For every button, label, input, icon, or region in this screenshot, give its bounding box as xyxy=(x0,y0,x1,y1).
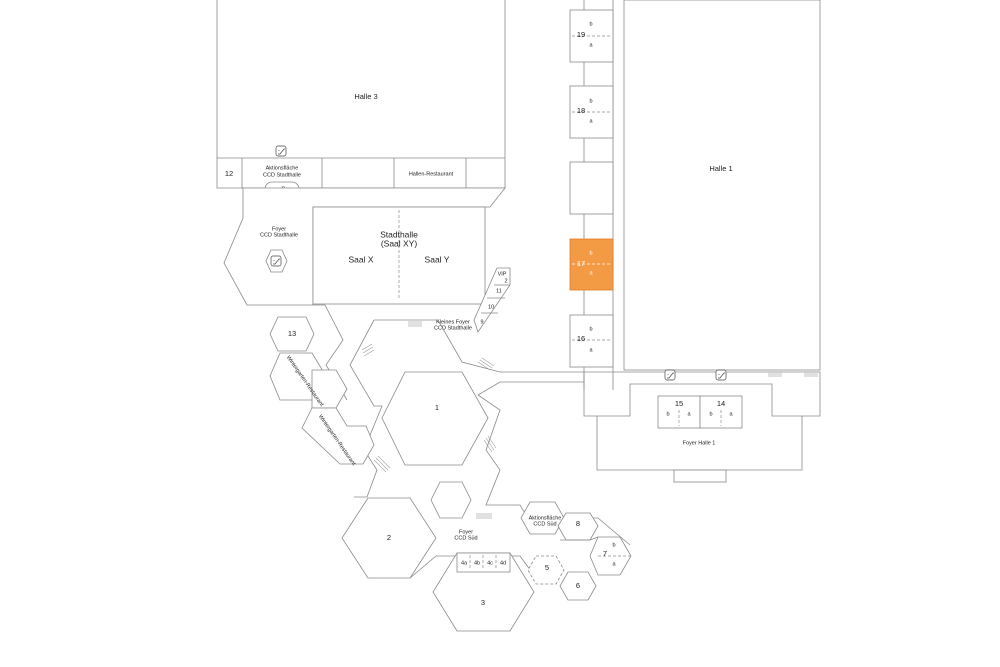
connector-7-8 xyxy=(560,536,599,541)
room-17-highlighted[interactable]: b 17 a xyxy=(569,238,614,291)
room-16[interactable]: b 16 a xyxy=(569,314,614,368)
room-14a-label: a xyxy=(729,411,733,417)
room-10-label: 10 xyxy=(488,304,494,310)
room-14b-label: b xyxy=(709,411,712,417)
room-18b-label: b xyxy=(589,98,592,104)
room-11-label: 11 xyxy=(496,288,502,294)
aktionsflaeche-sued[interactable]: Aktionsfläche CCD Süd xyxy=(520,501,565,535)
room-17a-label: a xyxy=(589,270,593,276)
room-2-vip-label: 2 xyxy=(504,278,507,284)
room-13-label: 13 xyxy=(288,329,296,338)
room-17-label: 17 xyxy=(577,259,585,268)
small-hexagon xyxy=(430,481,472,519)
room-1[interactable]: 1 xyxy=(381,371,489,466)
room-7-label: 7 xyxy=(603,549,607,558)
saal-y-label: Saal Y xyxy=(425,254,450,264)
halle-1-label: Halle 1 xyxy=(709,164,732,173)
room-16b-label: b xyxy=(589,326,592,332)
foyer-stadthalle-label-1: Foyer xyxy=(272,226,286,232)
room-8-label: 8 xyxy=(576,519,580,528)
room-14-label: 14 xyxy=(717,399,725,408)
escalator-icon xyxy=(715,369,727,381)
room-16a-label: a xyxy=(589,347,593,353)
room-17b-label: b xyxy=(589,250,592,256)
room-1-label: 1 xyxy=(435,403,439,412)
room-2[interactable]: 2 xyxy=(341,497,437,579)
room-3-label: 3 xyxy=(481,598,485,607)
kleines-foyer-label-1: Kleines Foyer xyxy=(436,319,470,325)
room-15[interactable]: 15 b a xyxy=(657,395,701,429)
room-16-label: 16 xyxy=(577,334,585,343)
aktionsflaeche-sued-label-2: CCD Süd xyxy=(533,521,556,527)
room-19a-label: a xyxy=(589,42,593,48)
halle-3-label: Halle 3 xyxy=(354,92,377,101)
stairs-central xyxy=(361,321,497,519)
room-4c-label: 4c xyxy=(487,560,493,566)
aktionsflaeche-stadthalle-label-2: CCD Stadthalle xyxy=(263,172,301,178)
room-19[interactable]: b 19 a xyxy=(569,9,614,63)
aktionsflaeche-stadthalle-label-1: Aktionsfläche xyxy=(266,165,299,171)
foyer-halle-1-label: Foyer Halle 1 xyxy=(683,440,716,446)
halle-1-lower-band xyxy=(583,371,821,417)
aktionsflaeche-sued-label-1: Aktionsfläche xyxy=(529,515,562,521)
saal-x-label: Saal X xyxy=(348,254,373,264)
room-15b-label: b xyxy=(666,411,669,417)
room-19b-label: b xyxy=(589,21,592,27)
room-19-label: 19 xyxy=(577,30,585,39)
room-12-label: 12 xyxy=(225,169,233,178)
room-8[interactable]: 8 xyxy=(557,512,599,541)
room-4b-label: 4b xyxy=(474,560,480,566)
wintergarten-restaurant-1[interactable]: Wintergarten-Restaurant xyxy=(269,352,348,409)
escalator-icon xyxy=(275,145,287,157)
room-5[interactable]: 5 xyxy=(527,555,565,585)
room-7a-label: a xyxy=(612,561,616,567)
vip-label: VIP xyxy=(498,271,507,277)
foyer-sued-label-2: CCD Süd xyxy=(454,535,477,541)
escalator-icon xyxy=(270,255,282,267)
room-13[interactable]: 13 xyxy=(269,316,315,352)
room-4a-label: 4a xyxy=(461,560,468,566)
room-5-label: 5 xyxy=(545,563,549,572)
room-9-label: 9 xyxy=(480,319,483,325)
hallen-restaurant-label: Hallen-Restaurant xyxy=(409,171,454,177)
room-4d-label: 4d xyxy=(500,560,506,566)
escalator-icon xyxy=(664,369,676,381)
stairs-halle1 xyxy=(768,371,818,377)
room-2-label: 2 xyxy=(387,533,391,542)
room-15-label: 15 xyxy=(675,399,683,408)
room-unnamed xyxy=(569,161,614,215)
rooms-4[interactable]: 4a 4b 4c 4d xyxy=(456,552,511,573)
room-7[interactable]: 7 b a xyxy=(589,536,632,576)
foyer-stadthalle-label-2: CCD Stadthalle xyxy=(260,232,298,238)
room-6-label: 6 xyxy=(576,581,580,590)
room-14[interactable]: 14 b a xyxy=(699,395,743,429)
room-18-label: 18 xyxy=(577,106,585,115)
stadthalle-label-1: Stadthalle xyxy=(380,229,418,239)
stadthalle-label-2: (Saal XY) xyxy=(381,238,418,248)
foyer-halle-1[interactable]: Foyer Halle 1 xyxy=(596,416,803,483)
room-7b-label: b xyxy=(612,542,615,548)
room-15a-label: a xyxy=(687,411,691,417)
wintergarten-restaurant-2[interactable]: Wintergarten-Restaurant xyxy=(301,407,375,467)
room-18[interactable]: b 18 a xyxy=(569,85,614,139)
halle-3[interactable]: Halle 3 xyxy=(216,0,506,189)
halle-1[interactable]: Halle 1 xyxy=(623,0,821,371)
kleines-foyer-label-2: CCD Stadthalle xyxy=(434,325,472,331)
foyer-sued-label-1: Foyer xyxy=(459,529,473,535)
room-6[interactable]: 6 xyxy=(559,571,597,601)
stadthalle[interactable]: Stadthalle (Saal XY) Saal X Saal Y xyxy=(312,206,486,305)
room-18a-label: a xyxy=(589,118,593,124)
small-rooms-east[interactable]: VIP 2 11 10 9 xyxy=(473,267,511,333)
